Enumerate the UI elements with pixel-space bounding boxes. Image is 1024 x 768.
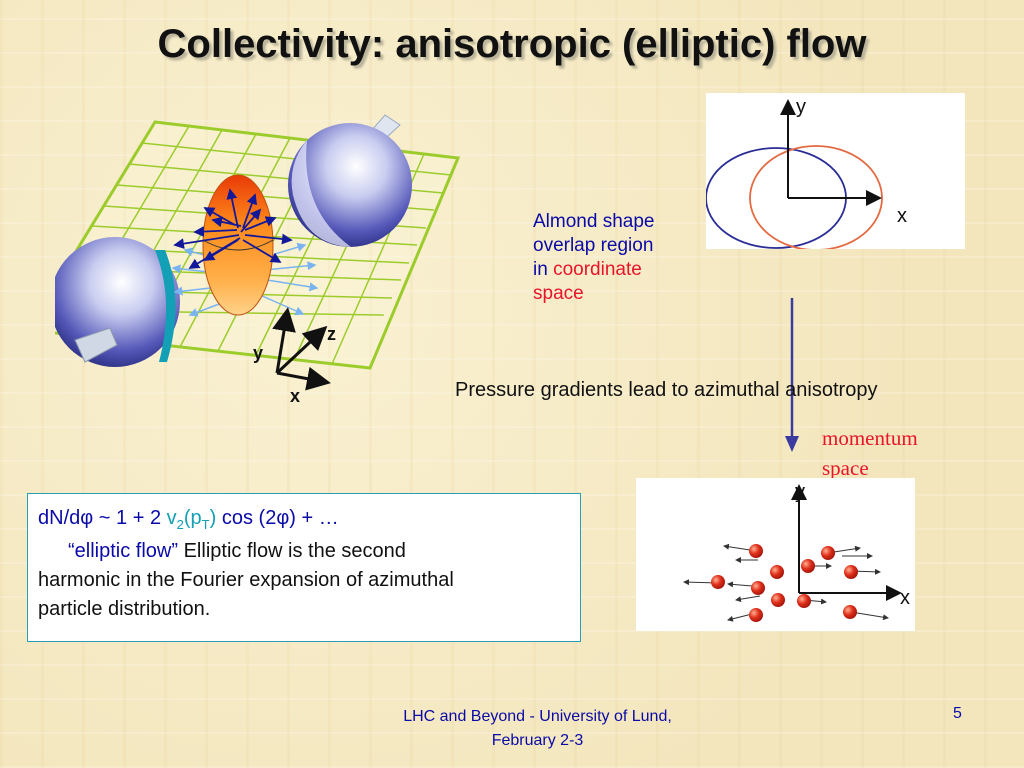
description-line-2: harmonic in the Fourier expansion of azi… bbox=[38, 569, 454, 591]
formula-part-3: 2 bbox=[144, 507, 167, 529]
almond-line-4: space bbox=[533, 283, 584, 304]
formula-part-5: ) + … bbox=[289, 507, 339, 529]
formula-part-4: cos (2 bbox=[216, 507, 277, 529]
formula-phi-1: φ bbox=[80, 507, 94, 529]
formula-box: dN/dφ ~ 1 + 2 v2(pT) cos (2φ) + … “ellip… bbox=[27, 493, 581, 642]
coordinate-space-plot bbox=[705, 99, 883, 251]
formula-pt: (p bbox=[183, 507, 202, 529]
formula-paren-close: ) bbox=[209, 507, 217, 529]
momentum-x-label: x bbox=[900, 587, 910, 609]
description-line-3: particle distribution. bbox=[38, 598, 211, 620]
flow-arrows-dark bbox=[173, 188, 293, 269]
almond-description: Almond shape overlap region in coordinat… bbox=[533, 210, 654, 306]
coord-x-label: x bbox=[897, 205, 907, 227]
nucleus-left bbox=[55, 237, 180, 367]
formula-v: v bbox=[166, 507, 177, 529]
collision-diagram bbox=[55, 114, 461, 391]
formula-part-2: ~ 1 bbox=[93, 507, 133, 529]
particle-arrows bbox=[683, 543, 889, 622]
formula-v-sub: 2 bbox=[176, 517, 184, 532]
formula-plus: + bbox=[132, 507, 145, 529]
formula-part-1: dN/d bbox=[38, 507, 81, 529]
flow-formula: dN/dφ ~ 1 + 2 v2(pT) cos (2φ) + … bbox=[38, 504, 570, 533]
slide-number: 5 bbox=[953, 705, 962, 722]
almond-line-1: Almond shape bbox=[533, 211, 655, 232]
footer-line-1: LHC and Beyond - University of Lund, bbox=[403, 708, 672, 725]
almond-line-3: in coordinate bbox=[533, 258, 654, 282]
coord-y-label: y bbox=[796, 96, 806, 118]
footer-line-2: February 2-3 bbox=[491, 732, 584, 749]
momentum-line-2: space bbox=[822, 456, 869, 480]
elliptic-flow-description: “elliptic flow” Elliptic flow is the sec… bbox=[38, 537, 570, 566]
slide-footer: LHC and Beyond - University of Lund, Feb… bbox=[0, 705, 1024, 753]
almond-line-2: overlap region bbox=[533, 235, 654, 256]
axes-xyz bbox=[272, 307, 331, 391]
almond-line-3-prefix: in bbox=[533, 259, 554, 280]
momentum-space-panel bbox=[636, 478, 915, 631]
formula-v2: v2(pT) bbox=[166, 507, 217, 532]
particles bbox=[711, 544, 858, 622]
pressure-gradient-text: Pressure gradients lead to azimuthal ani… bbox=[455, 379, 878, 401]
elliptic-flow-quote: “elliptic flow” bbox=[68, 540, 179, 562]
momentum-y-label: y bbox=[795, 481, 805, 503]
formula-pt-sub: T bbox=[201, 517, 210, 532]
transition-arrow bbox=[785, 298, 799, 452]
momentum-space-plot bbox=[683, 484, 902, 622]
momentum-space-label: momentum space bbox=[822, 423, 918, 483]
formula-phi-2: φ bbox=[276, 507, 290, 529]
axis-label-z: z bbox=[327, 324, 336, 344]
axis-label-y: y bbox=[253, 343, 264, 363]
nucleus-right bbox=[288, 114, 412, 247]
description-line-1: Elliptic flow is the second bbox=[178, 540, 406, 562]
coordinate-space-panel bbox=[705, 93, 965, 251]
momentum-line-1: momentum bbox=[822, 426, 918, 450]
almond-line-3-highlight: coordinate bbox=[553, 259, 642, 280]
slide-title: Collectivity: anisotropic (elliptic) flo… bbox=[157, 22, 867, 66]
axis-label-x: x bbox=[290, 386, 301, 406]
